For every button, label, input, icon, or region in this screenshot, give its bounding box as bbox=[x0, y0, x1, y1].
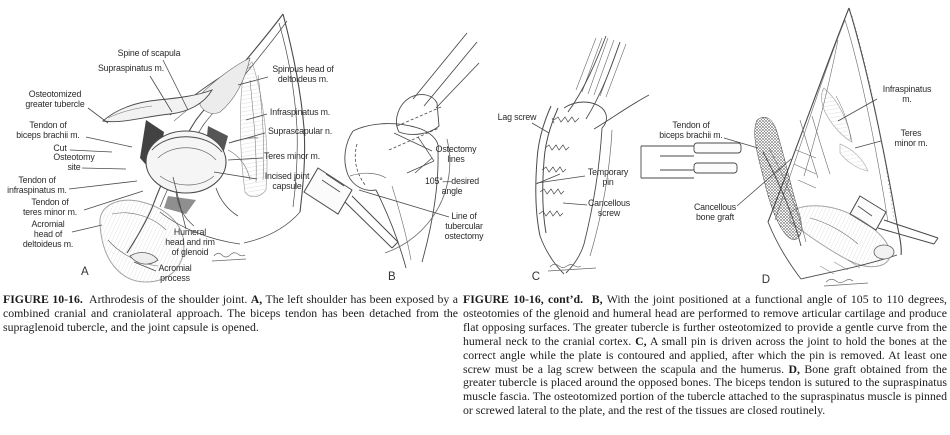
label-humeral-head-and-rim-of-glenoid: Humeral head and rim of glenoid bbox=[165, 227, 215, 257]
panel-d-illustration bbox=[640, 7, 939, 287]
label-tendon-of-infraspinatus-m: Tendon of infraspinatus m. bbox=[7, 175, 67, 195]
panel-letter-b: B bbox=[388, 271, 396, 283]
panel-letter-d: D bbox=[761, 274, 771, 286]
label-ostectomy-lines: Ostectomy lines bbox=[435, 144, 477, 164]
label-line-of-tubercular-ostectomy: Line of tubercular ostectomy bbox=[444, 211, 484, 241]
anatomical-line-art bbox=[68, 7, 939, 287]
panel-a-illustration bbox=[99, 13, 399, 283]
label-acromial-process: Acromial process bbox=[158, 263, 192, 283]
label-tendon-of-biceps-brachii-m: Tendon of biceps brachii m. bbox=[659, 120, 723, 140]
label-infraspinatus-m: Infraspinatus m. bbox=[882, 84, 932, 104]
label-spinous-head-of-deltoideus-m: Spinous head of deltoideus m. bbox=[272, 64, 334, 84]
label-cancellous-screw: Cancellous screw bbox=[587, 198, 631, 218]
label-osteotomy-site: Osteotomy site bbox=[53, 152, 95, 172]
panel-letter-a: A bbox=[81, 266, 89, 278]
label-teres-minor-m: Teres minor m. bbox=[894, 128, 928, 148]
label-cancellous-bone-graft: Cancellous bone graft bbox=[693, 202, 737, 222]
label-cut: Cut bbox=[53, 143, 67, 154]
label-lag-screw: Lag screw bbox=[497, 112, 537, 123]
label-105-desired-angle: 105°—desired angle bbox=[424, 176, 480, 196]
panel-b-illustration bbox=[344, 32, 480, 269]
panel-letter-c: C bbox=[531, 271, 541, 283]
label-leader-lines bbox=[68, 59, 882, 272]
caption-figure-10-16-contd: FIGURE 10-16, cont’d. B, With the joint … bbox=[463, 292, 948, 418]
label-suprascapular-n: Suprascapular n. bbox=[267, 126, 333, 137]
label-tendon-of-teres-minor-m: Tendon of teres minor m. bbox=[22, 197, 78, 217]
caption-figure-10-16: FIGURE 10-16. Arthrodesis of the shoulde… bbox=[3, 292, 458, 334]
panel-c-illustration bbox=[535, 35, 650, 275]
label-supraspinatus-m: Supraspinatus m. bbox=[97, 63, 165, 74]
label-incised-joint-capsule: Incised joint capsule bbox=[264, 171, 310, 191]
label-temporary-pin: Temporary pin bbox=[587, 167, 629, 187]
label-acromial-head-of-deltoideus-m: Acromial head of deltoideus m. bbox=[22, 219, 74, 249]
label-spine-of-scapula: Spine of scapula bbox=[117, 48, 181, 59]
label-infraspinatus-m: Infraspinatus m. bbox=[269, 107, 331, 118]
label-tendon-of-biceps-brachii-m: Tendon of biceps brachii m. bbox=[16, 120, 80, 140]
label-osteotomized-greater-tubercle: Osteotomized greater tubercle bbox=[25, 89, 85, 109]
label-teres-minor-m: Teres minor m. bbox=[263, 151, 321, 162]
